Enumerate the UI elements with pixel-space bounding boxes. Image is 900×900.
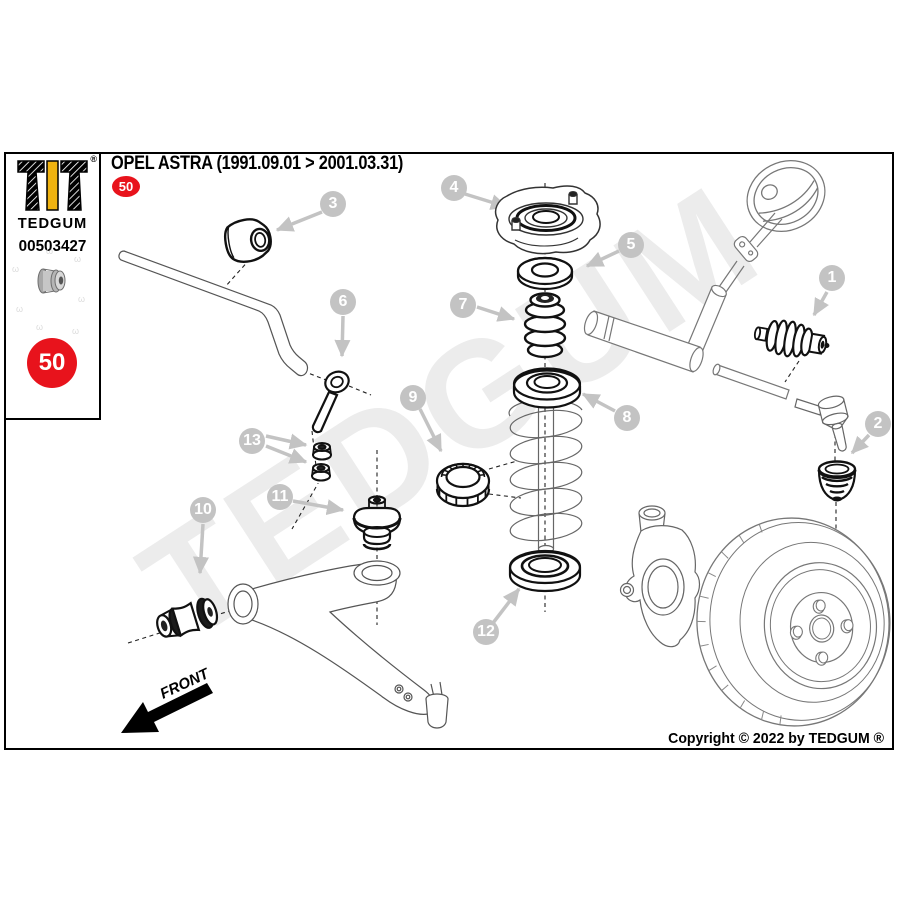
callout-5: 5 [618,232,644,258]
steering-column [685,212,783,358]
part-tie-rod-boot [817,460,857,502]
callout-12: 12 [473,619,499,645]
callout-3: 3 [320,191,346,217]
steering-wheel [746,160,826,232]
lug-nuts [789,599,854,666]
coil-spring [508,399,583,542]
brand-name: TEDGUM [17,215,88,232]
callout-6: 6 [330,289,356,315]
tire-tread [696,524,782,725]
header-qty-badge: 50 [112,176,140,197]
steering-knuckle [619,505,701,648]
callout-7: 7 [450,292,476,318]
brand-sidebar: ® TEDGUM 00503427 ω ω ω ω ω ω ω [4,152,101,420]
callout-13: 13 [239,428,265,454]
callout-4: 4 [441,175,467,201]
callout-9: 9 [400,385,426,411]
tedgum-logo-icon [17,160,88,211]
part-steering-boot [753,319,830,358]
part-stabilizer-link [311,370,350,434]
part-bump-stop [523,292,567,359]
copyright-text: Copyright © 2022 by TEDGUM ® [668,730,884,747]
sidebar-qty-badge: 50 [27,338,77,388]
ball-joint [425,681,449,729]
part-stabilizer-bushing [224,218,272,263]
front-arrow: FRONT [121,665,213,733]
part-strut-bearing [435,462,491,508]
steering-rack [583,310,790,400]
part-arm-bushing-front [156,597,219,638]
part-lower-spring-seat [508,549,582,593]
callout-11: 11 [267,484,293,510]
callout-10: 10 [190,497,216,523]
part-arm-bushing-rear [352,495,402,551]
wheel-tire [696,517,891,727]
control-arm [227,560,435,715]
part-link-bushings [311,442,332,482]
part-upper-spring-seat [512,367,582,409]
registered-mark: ® [90,154,97,164]
page-title: OPEL ASTRA (1991.09.01 > 2001.03.31) [111,153,404,174]
callout-8: 8 [614,405,640,431]
callout-arrows [192,192,871,625]
tie-rod-end [794,395,849,452]
part-washer [516,256,574,291]
stabilizer-bar [118,250,309,377]
part-number: 00503427 [18,238,87,255]
callout-1: 1 [819,265,845,291]
part-thumbnail [37,268,65,294]
part-strut-mount [494,185,601,255]
callout-2: 2 [865,411,891,437]
